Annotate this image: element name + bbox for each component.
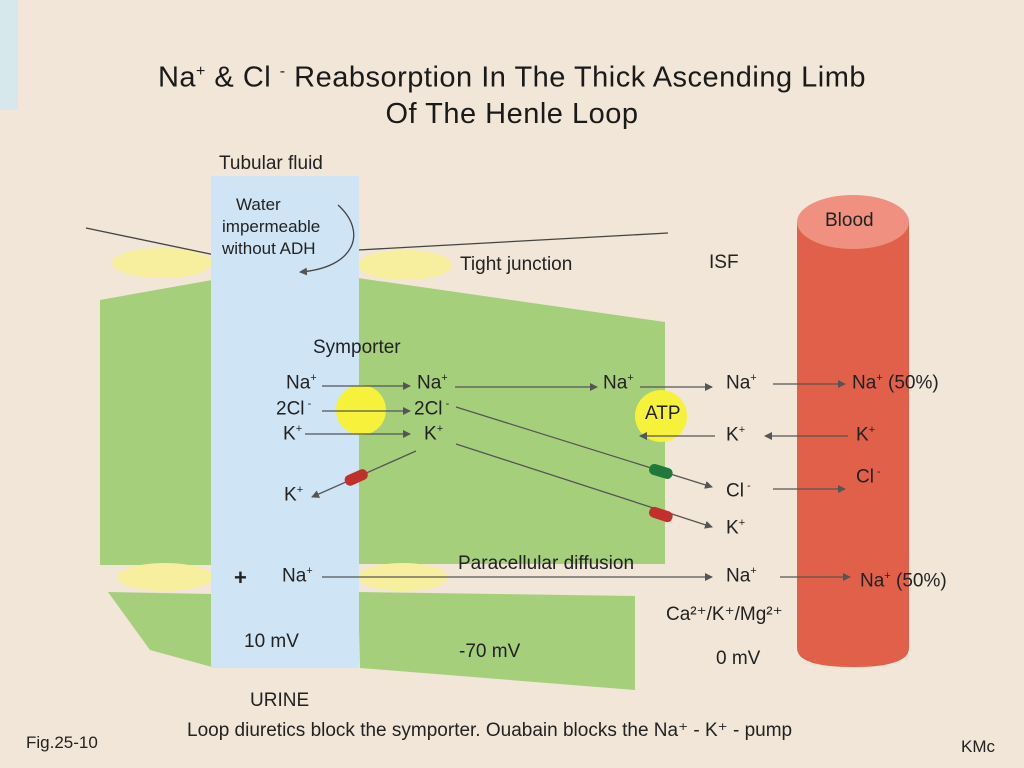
membrane-line-left <box>85 227 216 256</box>
lumen-cl-label: 2Cl - <box>276 398 312 420</box>
blood-cl-label: Cl - <box>856 466 881 488</box>
cell-left-lower <box>108 592 212 667</box>
water-curve-arrow <box>299 204 355 276</box>
atp-pump-circle <box>635 390 687 442</box>
blood-na-label: Na+ (50%) <box>852 372 939 394</box>
tight-junction-upper <box>358 250 452 280</box>
tight-junction-lower-left <box>117 563 213 591</box>
cell-left-upper <box>100 280 212 565</box>
isf-cl-label: Cl - <box>726 480 751 502</box>
cell-na-label: Na+ <box>417 372 448 394</box>
k-channel-apical <box>344 469 368 486</box>
k-channel-basolateral <box>649 506 673 523</box>
tight-junction-left <box>112 248 212 278</box>
divalent-ions-label: Ca²⁺/K⁺/Mg²⁺ <box>666 604 783 625</box>
tubule-lumen <box>211 176 359 668</box>
isf-label: ISF <box>709 252 739 273</box>
cell-potential-label: -70 mV <box>459 641 521 662</box>
atp-label: ATP <box>645 403 681 424</box>
cell-k-label: K+ <box>424 423 444 445</box>
blood-vessel-top <box>797 195 909 249</box>
isf-na-label: Na+ <box>726 372 757 394</box>
lumen-positive-sign: + <box>234 565 247 590</box>
symporter-circle <box>336 385 386 435</box>
frame-edge <box>0 0 18 110</box>
tight-junction-label: Tight junction <box>460 254 573 275</box>
lumen-k-out-label: K+ <box>284 484 304 506</box>
epithelial-cell-lower <box>358 592 635 690</box>
epithelial-cell <box>358 278 665 564</box>
isf-k-label: K+ <box>726 424 746 446</box>
figure-number: Fig.25-10 <box>26 733 98 752</box>
membrane-line-right <box>357 232 669 251</box>
isf-potential-label: 0 mV <box>716 648 761 669</box>
cl-channel <box>649 463 673 480</box>
para-isf-na-label: Na+ <box>726 565 757 587</box>
pump-na-cell-label: Na+ <box>603 372 634 394</box>
tubular-fluid-label: Tubular fluid <box>219 153 323 174</box>
page-title: Na+ & Cl - Reabsorption In The Thick Asc… <box>157 61 867 130</box>
blood-vessel <box>797 222 909 667</box>
lumen-k-label: K+ <box>283 423 303 445</box>
urine-label: URINE <box>250 690 310 711</box>
symporter-label: Symporter <box>313 337 401 358</box>
paracellular-label: Paracellular diffusion <box>458 553 635 574</box>
lumen-potential-label: 10 mV <box>244 631 299 652</box>
para-lumen-na-label: Na+ <box>282 565 313 587</box>
lumen-na-label: Na+ <box>286 372 317 394</box>
para-blood-na-label: Na+ (50%) <box>860 570 947 592</box>
blood-label: Blood <box>825 210 874 231</box>
figure-caption: Loop diuretics block the symporter. Ouab… <box>187 720 793 741</box>
blood-k-label: K+ <box>856 424 876 446</box>
isf-k-out-label: K+ <box>726 517 746 539</box>
author-initials: KMc <box>961 737 995 756</box>
water-impermeable-note: Water impermeable without ADH <box>222 195 321 258</box>
cell-cl-label: 2Cl - <box>414 398 450 420</box>
